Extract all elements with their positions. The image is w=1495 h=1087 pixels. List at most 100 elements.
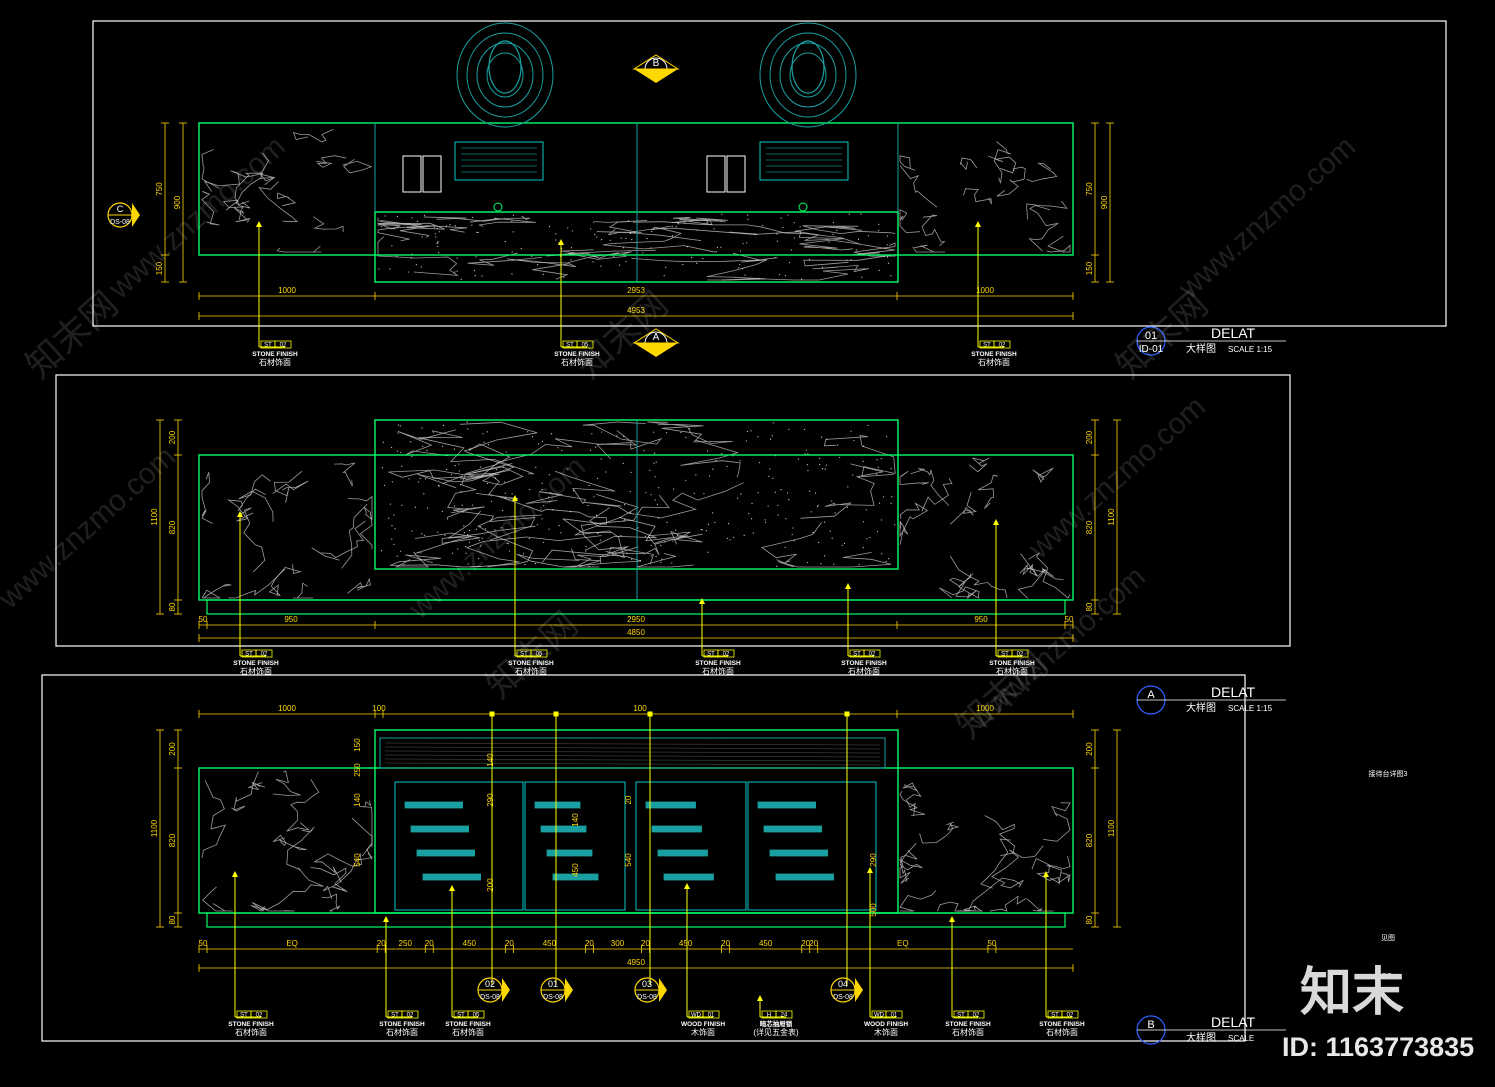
v3-tag-box [401,1010,419,1019]
view-frames [41,20,1447,1042]
stone-speckle [832,233,834,235]
stone-vein [902,782,922,816]
v1-dim-text: 1000 [976,286,994,295]
stone-speckle [411,530,413,532]
stone-speckle [867,235,869,237]
stone-speckle [396,450,398,452]
v3-tag-arrow [684,883,690,889]
stone-speckle [490,500,493,502]
stone-speckle [622,462,624,464]
stone-vein [912,244,945,253]
stone-speckle [435,236,437,238]
v2-dim-text: 2950 [627,615,645,624]
v2-tag-num: 05 [536,652,543,658]
v2-dim-text: 50 [199,615,208,624]
stone-vein [222,199,251,220]
stone-vein [1043,802,1071,842]
stone-speckle [471,504,474,506]
v2-tag-cn: 石材饰面 [848,666,880,676]
stone-speckle [831,537,833,539]
stone-speckle [629,490,631,493]
stone-speckle [876,530,879,533]
stone-speckle [701,529,703,531]
stone-speckle [881,553,883,555]
stone-speckle [806,561,808,564]
view3-frame [41,674,1246,1042]
stone-speckle [427,507,429,509]
stone-speckle [834,512,836,514]
v1-tag-box [993,340,1011,349]
stone-speckle [579,530,581,532]
stone-speckle [393,543,395,545]
stone-speckle [887,262,890,264]
stone-speckle [788,499,790,501]
stone-vein [334,462,356,487]
stone-speckle [548,226,551,228]
stone-speckle [453,505,456,507]
drawer-bar [416,849,475,857]
stone-vein [268,564,302,597]
stone-speckle [543,505,545,507]
stone-speckle [650,247,652,249]
stone-speckle [762,224,764,226]
stone-speckle [507,542,509,545]
stone-speckle [494,529,496,531]
stone-speckle [613,255,615,257]
stone-speckle [413,551,415,553]
stone-vein [225,152,269,211]
stone-vein [899,790,926,816]
stone-speckle [460,278,462,280]
v3-top-dim-text: 1000 [278,704,296,713]
stone-speckle [720,220,723,222]
v3-callout-a-subtitle: 大样图 [1186,701,1216,714]
stone-speckle [561,449,563,452]
stone-vein [984,815,1015,857]
v3-top-dim-text: 1000 [976,704,994,713]
v3-inner-dim: 150 [353,738,362,752]
stone-speckle [862,460,864,462]
stone-vein [347,577,371,594]
stone-speckle [812,531,814,534]
v3-inner-dim: 290 [486,793,495,807]
stone-speckle [462,511,464,513]
stone-speckle [511,493,513,495]
v3-bottom-dim-text: 20 [801,939,810,948]
stone-speckle [727,523,730,525]
stone-vein [465,535,602,568]
v3-left-text: 80 [168,915,177,924]
stone-speckle [594,233,596,236]
stone-speckle [886,244,888,246]
v1-tag-num: 05 [582,343,589,349]
stone-speckle [542,541,545,543]
v1-tag-en: STONE FINISH [252,351,298,358]
stone-vein [988,155,1017,174]
v1-tag-num: 02 [999,343,1006,349]
stone-speckle [421,236,423,238]
stone-vein [228,569,286,599]
v3-tag-cn: 石材饰面 [452,1027,484,1037]
v1-section-b-triangle [634,69,678,83]
stone-speckle [380,550,383,552]
v3-callout-a-scale: SCALE 1:15 [1228,704,1273,713]
stone-vein [286,778,320,832]
stone-speckle [511,273,513,275]
v2-tag-arrow [512,495,518,501]
stone-vein [980,838,1011,889]
v3-left-text: 820 [168,833,177,847]
stone-speckle [684,222,686,224]
stone-speckle [468,529,471,532]
stone-vein [1019,564,1064,580]
stone-speckle [457,548,459,550]
stone-speckle [450,473,453,476]
stone-speckle [468,541,471,543]
stone-speckle [886,436,888,438]
v2-tag-en: STONE FINISH [233,660,279,667]
stone-speckle [747,218,749,221]
v3-right-total-text: 1100 [1107,819,1116,837]
stone-speckle [542,273,544,276]
v3-section-arrow [659,978,667,1002]
v3-tag-code: WD [691,1013,702,1019]
stone-vein [636,553,694,568]
stone-speckle [661,558,663,560]
stone-speckle [449,224,451,226]
